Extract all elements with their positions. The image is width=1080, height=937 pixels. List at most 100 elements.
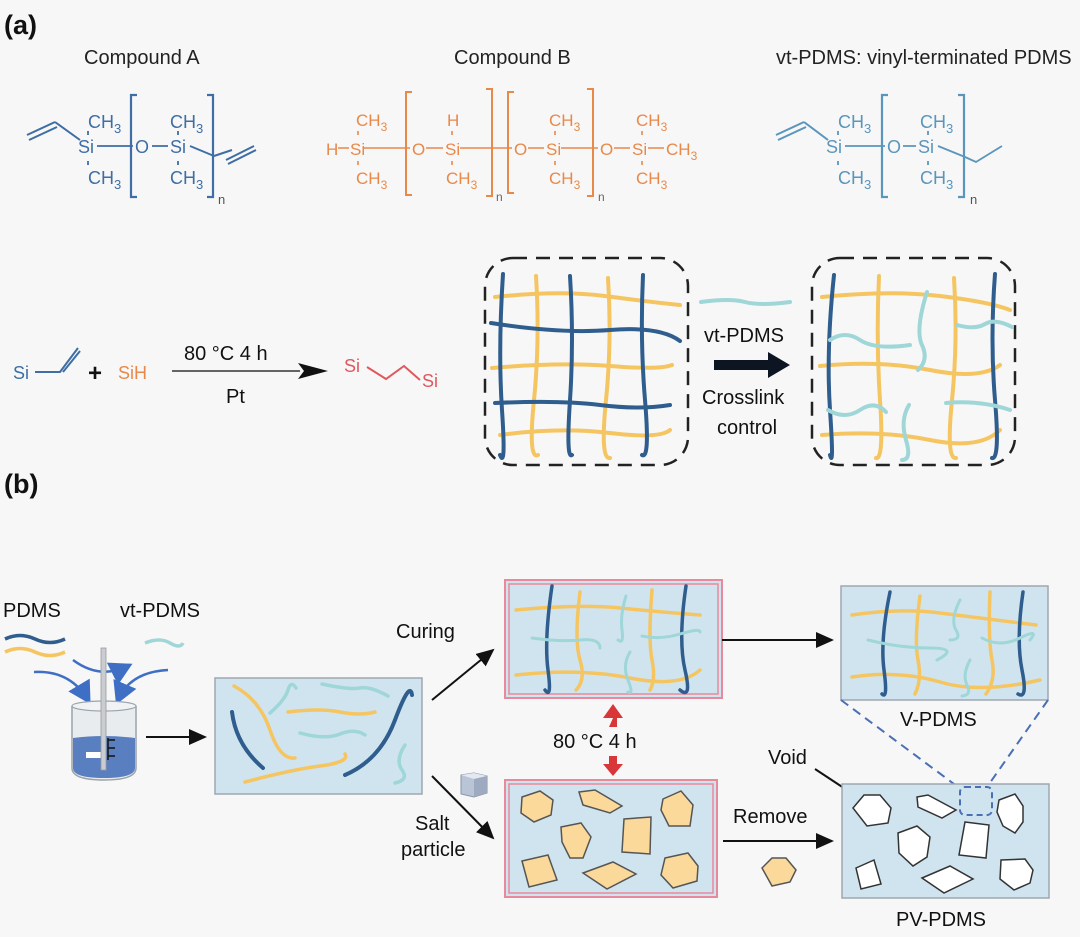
pdms-dark-chain-icon (4, 633, 66, 645)
void-label: Void (768, 747, 807, 769)
right-arrow-icon (714, 352, 790, 378)
pdms-yellow-chain-icon (4, 646, 66, 658)
ch3-b1-bottom: CH3 (356, 169, 388, 192)
vt-pdms-chain-icon (144, 638, 185, 648)
removed-salt-particle-icon (761, 857, 797, 887)
pdms-legend-label: PDMS (3, 600, 61, 622)
subscript-n-1: n (496, 190, 503, 204)
crosslink-label: Crosslink (702, 387, 785, 409)
control-label: control (717, 417, 777, 439)
bracket (129, 93, 215, 199)
mixture-box (214, 677, 423, 795)
void (958, 821, 990, 859)
salt-particle (578, 789, 624, 814)
ch3-b1-top: CH3 (356, 111, 388, 134)
vt-si-1: Si (826, 137, 842, 157)
salt-particle (520, 790, 554, 823)
ch3-top-2: CH3 (170, 112, 203, 136)
ch3-b4-right: CH3 (666, 140, 698, 163)
o-b2: O (514, 140, 527, 159)
ch3-b4-bottom: CH3 (636, 169, 668, 192)
ch3-bottom-2: CH3 (170, 168, 203, 192)
network-after (810, 256, 1017, 467)
salt-cube-icon (460, 772, 488, 798)
si-b1: Si (350, 140, 365, 159)
pv-pdms-label: PV-PDMS (896, 909, 986, 931)
zoom-guide-lines (840, 699, 1049, 788)
void (920, 865, 975, 894)
vt-ch3-bottom-1: CH3 (838, 168, 871, 192)
panel-a-label: (a) (4, 10, 37, 40)
vt-pdms-title: vt-PDMS: vinyl-terminated PDMS (776, 47, 1072, 69)
ch3-b4-top: CH3 (636, 111, 668, 134)
compound-a: Compound A CH3 Si CH3 O Si CH3 CH3 n (26, 47, 257, 207)
o-b3: O (600, 140, 613, 159)
vt-pdms-chain-icon (699, 298, 792, 306)
network-before (483, 256, 690, 467)
arrow-salt (431, 775, 495, 840)
beaker-icon (33, 647, 169, 781)
void (897, 825, 931, 867)
ch3-top-1: CH3 (88, 112, 121, 136)
salt-particle (660, 790, 694, 827)
reaction-arrow-icon (298, 363, 328, 379)
void (916, 794, 958, 819)
heat-arrow-down-icon (603, 756, 623, 776)
salt-particle (581, 861, 638, 890)
void (999, 858, 1034, 891)
vt-o: O (887, 137, 901, 157)
salt-label: Salt (415, 813, 450, 835)
si-b4: Si (632, 140, 647, 159)
reactant-si-vinyl: Si (13, 363, 29, 383)
product-si-2: Si (422, 371, 438, 391)
h-terminal: H (326, 140, 338, 159)
void (855, 858, 882, 890)
compound-b-title: Compound B (454, 47, 571, 69)
pv-pdms-box (841, 783, 1050, 899)
ch3-bottom-1: CH3 (88, 168, 121, 192)
hydrosilylation-reaction: Si + SiH 80 °C 4 h Pt Si Si (13, 343, 438, 408)
o-1: O (135, 137, 149, 157)
si-b3: Si (546, 140, 561, 159)
product-si-1: Si (344, 356, 360, 376)
si-b2: Si (445, 140, 460, 159)
vt-ch3-top-2: CH3 (920, 112, 953, 136)
zoom-region-box (959, 786, 993, 816)
salt-particle (560, 822, 592, 859)
cured-mold (504, 579, 723, 699)
salt-particle (521, 854, 558, 888)
arrow-curing (431, 648, 495, 701)
reactant-sih: SiH (118, 363, 147, 383)
h-b2: H (447, 111, 459, 130)
salt-particle (621, 816, 652, 855)
ch3-b3-bottom: CH3 (549, 169, 581, 192)
catalyst-label: Pt (226, 386, 245, 408)
v-pdms-box (840, 585, 1049, 701)
compound-b: Compound B H Si CH3 CH3 O Si H CH3 n O S… (326, 47, 698, 204)
vt-ch3-bottom-2: CH3 (920, 168, 953, 192)
ch3-b2-bottom: CH3 (446, 169, 478, 192)
void (852, 794, 892, 827)
vt-ch3-top-1: CH3 (838, 112, 871, 136)
plus-sign: + (88, 360, 102, 387)
v-pdms-label: V-PDMS (900, 709, 977, 731)
subscript-n: n (218, 192, 225, 207)
reaction-condition: 80 °C 4 h (184, 343, 268, 365)
vt-si-2: Si (918, 137, 934, 157)
compound-a-title: Compound A (84, 47, 200, 69)
vt-pdms-structure: vt-PDMS: vinyl-terminated PDMS CH3 Si CH… (775, 47, 1072, 207)
vt-pdms-legend-label: vt-PDMS (120, 600, 200, 622)
curing-label: Curing (396, 621, 455, 643)
vt-subscript-n: n (970, 192, 977, 207)
particle-label: particle (401, 839, 465, 861)
si-1: Si (78, 137, 94, 157)
remove-label: Remove (733, 806, 807, 828)
panel-b-label: (b) (4, 469, 38, 499)
void (996, 793, 1024, 834)
si-2: Si (170, 137, 186, 157)
salt-mold (504, 779, 718, 898)
salt-particle (660, 852, 699, 889)
o-b1: O (412, 140, 425, 159)
network-transition: vt-PDMS Crosslink control (699, 298, 792, 439)
